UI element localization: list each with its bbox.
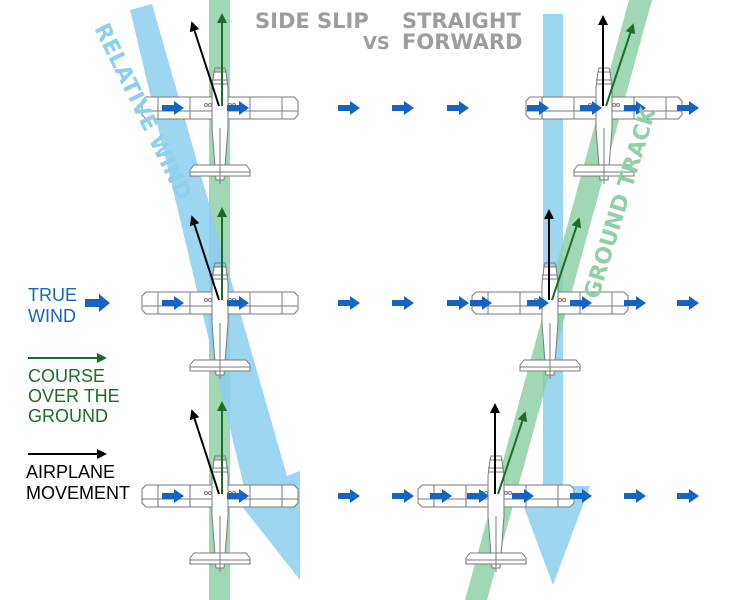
true-wind-arrow	[392, 489, 414, 503]
true-wind-arrow	[430, 489, 452, 503]
true-wind-arrow	[447, 101, 469, 115]
true-wind-arrow	[338, 101, 360, 115]
true-wind-arrow	[338, 489, 360, 503]
legend-true-wind-line1: TRUE	[28, 285, 77, 305]
true-wind-arrow	[470, 296, 492, 310]
true-wind-arrow	[392, 101, 414, 115]
true-wind-arrow	[162, 296, 184, 310]
true-wind-arrow	[527, 101, 549, 115]
true-wind-arrow	[162, 101, 184, 115]
true-wind-arrows	[162, 101, 699, 503]
title-forward: FORWARD	[402, 30, 522, 54]
legend-true-wind-arrow	[85, 294, 110, 312]
true-wind-arrow	[338, 296, 360, 310]
true-wind-arrow	[624, 296, 646, 310]
title-straight: STRAIGHT	[402, 9, 521, 33]
legend-course-line1: COURSE	[28, 366, 105, 386]
true-wind-arrow	[227, 489, 249, 503]
true-wind-arrow	[677, 101, 699, 115]
true-wind-arrow	[570, 489, 592, 503]
title-side-slip: SIDE SLIP	[255, 9, 369, 33]
true-wind-arrow	[512, 489, 534, 503]
true-wind-arrow	[677, 296, 699, 310]
true-wind-arrow	[467, 489, 489, 503]
airplane-left-middle	[141, 262, 299, 380]
course-arrow	[551, 217, 582, 301]
true-wind-arrow	[447, 296, 469, 310]
legend-airplane-line2: MOVEMENT	[26, 483, 130, 503]
true-wind-arrow	[162, 489, 184, 503]
airplane-movement-arrow	[189, 21, 220, 107]
course-arrow	[497, 411, 528, 495]
true-wind-arrow	[570, 296, 592, 310]
true-wind-arrow	[227, 296, 249, 310]
airplane-movement-arrow	[189, 409, 220, 495]
legend-course-line3: GROUND	[28, 406, 108, 426]
true-wind-arrow	[392, 296, 414, 310]
true-wind-arrow	[227, 101, 249, 115]
legend-true-wind-line2: WIND	[28, 306, 76, 326]
airplane-movement-arrow	[189, 215, 220, 301]
true-wind-arrow	[624, 489, 646, 503]
true-wind-arrow	[580, 101, 602, 115]
true-wind-arrow	[677, 489, 699, 503]
true-wind-arrow	[624, 101, 646, 115]
legend-course-line2: OVER THE	[28, 386, 120, 406]
legend-airplane-line1: AIRPLANE	[26, 462, 115, 482]
true-wind-arrow	[527, 296, 549, 310]
title-vs: VS	[363, 33, 390, 54]
course-arrow	[605, 23, 636, 107]
